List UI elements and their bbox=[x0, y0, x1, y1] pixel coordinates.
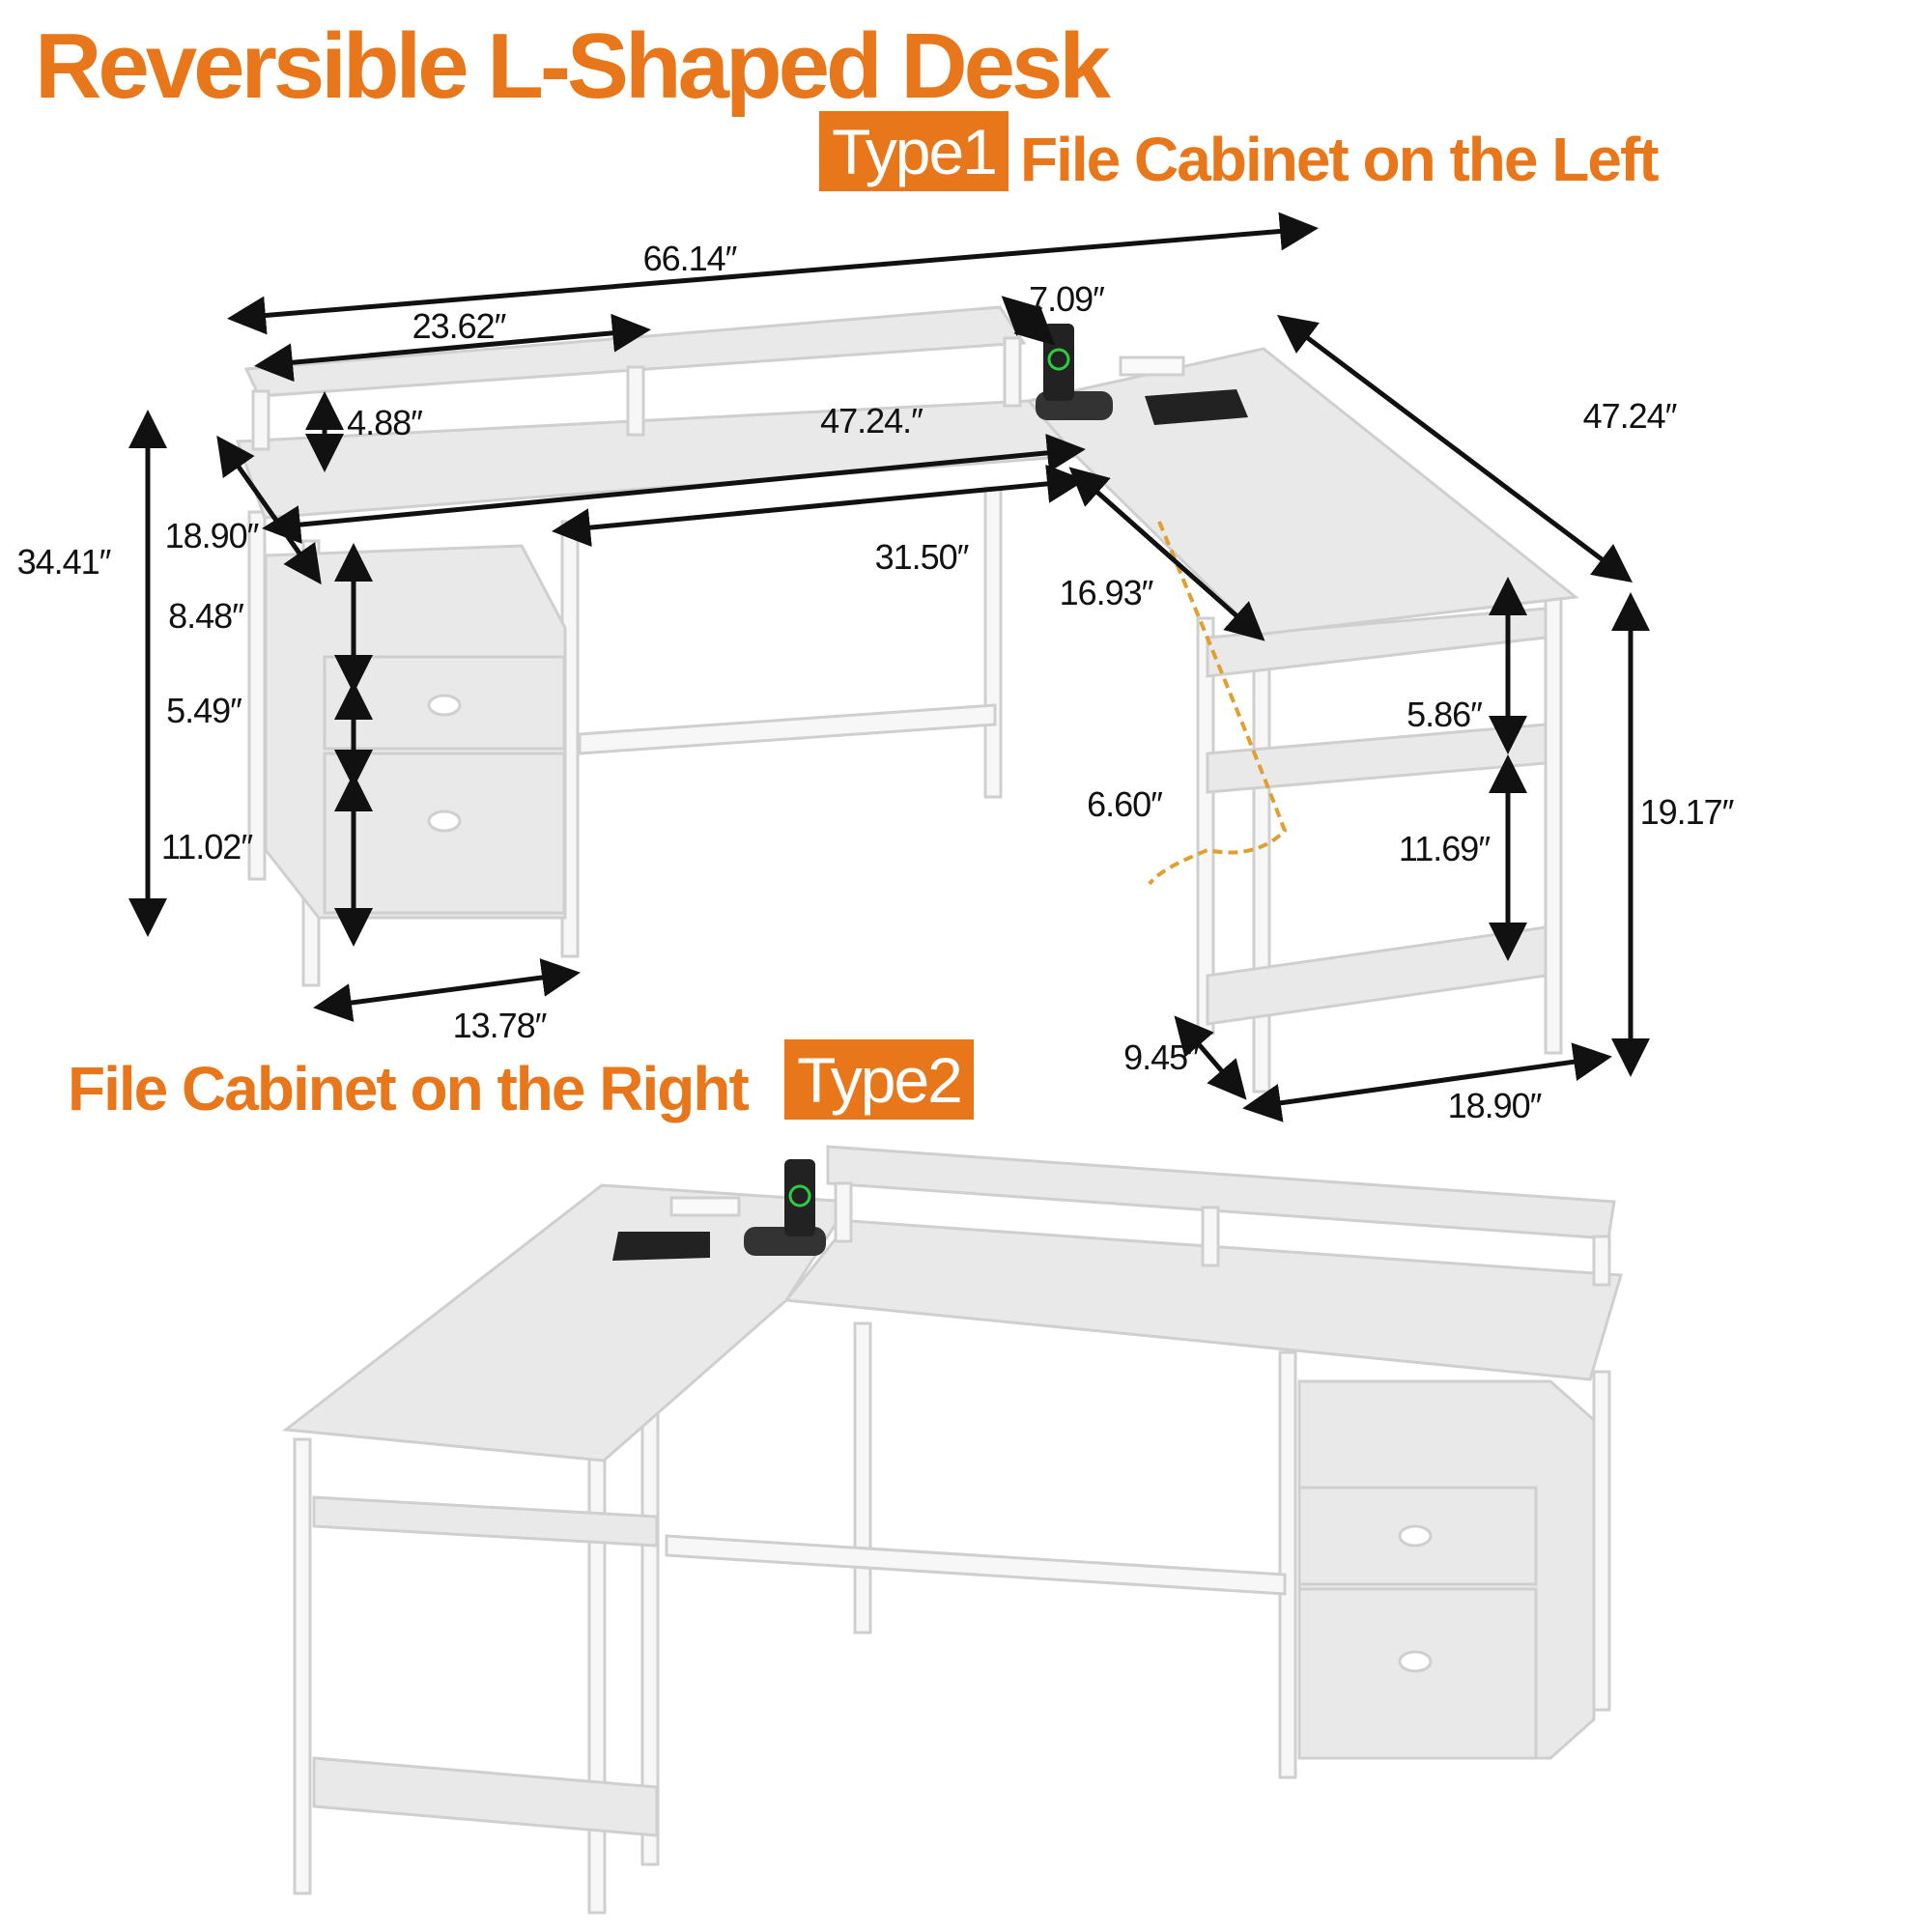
dim-main-desk-length: 47.24.″ bbox=[820, 401, 923, 440]
type2-badge: Type2 bbox=[784, 1039, 974, 1120]
dim-shelf-depth: 9.45″ bbox=[1123, 1037, 1200, 1077]
dim-side-desk-length: 47.24″ bbox=[1582, 396, 1678, 436]
dim-shelf-unit-width: 18.90″ bbox=[1447, 1086, 1543, 1125]
dim-cabinet-width: 13.78″ bbox=[452, 1006, 548, 1045]
dim-cable-gap: 6.60″ bbox=[1087, 784, 1163, 824]
type1-badge: Type1 bbox=[819, 111, 1009, 191]
dim-open-shelf-height: 8.48″ bbox=[168, 596, 244, 636]
dim-shelf-gap-top: 5.86″ bbox=[1406, 695, 1483, 734]
dim-hutch-depth: 7.09″ bbox=[1029, 279, 1105, 319]
dim-side-width: 16.93″ bbox=[1059, 573, 1154, 612]
desk-type2 bbox=[282, 1145, 1623, 1915]
dim-main-depth: 18.90″ bbox=[164, 516, 260, 555]
dim-leg-space: 31.50″ bbox=[874, 537, 970, 577]
dim-file-drawer-height: 11.02″ bbox=[160, 827, 253, 867]
dim-drawer-height: 5.49″ bbox=[166, 691, 242, 730]
type1-caption: File Cabinet on the Left bbox=[1020, 125, 1660, 194]
dim-total-height: 34.41″ bbox=[16, 542, 112, 582]
dim-hutch-height: 4.88″ bbox=[347, 403, 423, 442]
page-title: Reversible L-Shaped Desk bbox=[35, 14, 1111, 118]
dim-overall-width: 66.14″ bbox=[642, 239, 738, 278]
dim-shelf-unit-height: 19.17″ bbox=[1639, 792, 1735, 832]
dim-hutch-width: 23.62″ bbox=[412, 306, 507, 346]
dimension-arrows bbox=[128, 212, 1650, 1122]
dim-shelf-gap-bottom: 11.69″ bbox=[1398, 829, 1491, 868]
type2-caption: File Cabinet on the Right bbox=[68, 1054, 750, 1123]
